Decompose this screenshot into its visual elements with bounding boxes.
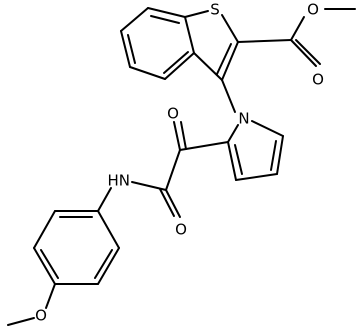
thiophene-ring [184,10,239,81]
ester-carbonyl-oxygen-label: O [312,71,324,89]
amide-aryl-bond [97,187,112,212]
pyrrole-nitrogen-label: N [238,110,249,128]
amide-oxygen-label: O [175,221,187,239]
methyl-ester-group [237,8,356,67]
pyrrole-ring [227,120,284,181]
glyoxamide-linker [131,121,229,218]
methoxy-group [7,283,56,326]
amide-nh-label: HN [108,172,131,190]
ester-ether-oxygen-label: O [307,1,319,19]
ketone-oxygen-label: O [167,105,179,123]
benzothiophene-benzene-ring [120,7,195,80]
sulfur-atom-label: S [210,1,220,19]
thiophene-pyrrole-bond [221,79,236,113]
methoxy-oxygen-label: O [35,307,47,325]
methoxyphenyl-ring [33,210,120,285]
